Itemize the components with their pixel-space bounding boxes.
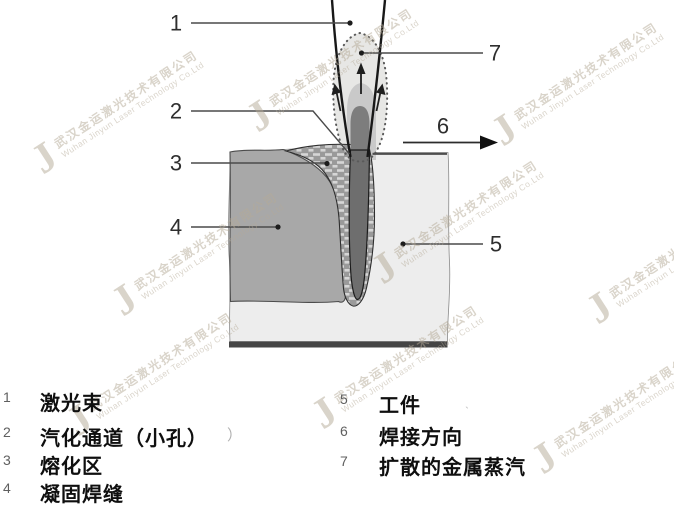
legend-label: 扩散的金属蒸汽: [379, 457, 526, 479]
callout-5: 5: [490, 232, 502, 257]
leader-dots: [275, 20, 406, 247]
plume-dotted-outline: [332, 31, 389, 163]
callout-2: 2: [170, 99, 182, 124]
leader-2: [191, 110, 351, 155]
vapor-arrow-right: [375, 83, 386, 112]
legend-item-keyhole: 2 汽化通道（小孔）: [0, 422, 674, 450]
legend-number: 7: [340, 453, 348, 469]
legend-number: 2: [3, 424, 11, 440]
dot-4: [275, 224, 281, 230]
workpiece-base-strip: [229, 341, 448, 348]
laser-beam-right: [366, 0, 387, 158]
callout-3: 3: [170, 151, 182, 176]
welding-direction-arrow: [403, 135, 498, 150]
legend-item-weld-direction: 6 焊接方向: [0, 421, 674, 449]
legend-label: 汽化通道（小孔）: [40, 428, 208, 450]
vapor-arrow-center: [356, 62, 366, 94]
legend-label: 凝固焊缝: [40, 484, 124, 505]
callout-1: 1: [170, 11, 182, 36]
legend-number: 3: [3, 452, 11, 468]
legend-item-workpiece: 5 工件: [0, 389, 674, 417]
leader-lines: [191, 22, 483, 245]
legend-label: 工件: [379, 395, 421, 417]
legend-label: 熔化区: [40, 456, 103, 478]
keyhole-channel: [348, 149, 371, 301]
legend-item-laser-beam: 1 激光束: [0, 387, 674, 415]
vapor-arrow-left: [331, 83, 342, 112]
legend-number: 6: [340, 423, 348, 439]
faint-tick-mark: ˎ: [465, 394, 470, 409]
stray-paren-mark: ）: [227, 427, 243, 444]
legend-item-weld-seam: 4 凝固焊缝: [0, 478, 674, 505]
laser-beam-left: [330, 0, 352, 158]
callout-7: 7: [489, 41, 501, 66]
dot-5: [400, 241, 406, 247]
callout-6: 6: [437, 114, 449, 139]
legend-label: 焊接方向: [379, 427, 463, 449]
legend-item-melt-zone: 3 熔化区: [0, 450, 674, 478]
legend-item-metal-vapor: 7 扩散的金属蒸汽: [0, 451, 674, 479]
callout-4: 4: [170, 215, 182, 240]
dot-1: [347, 20, 353, 26]
vapor-column: [350, 106, 370, 153]
legend-number: 4: [3, 480, 11, 496]
legend-number: 5: [340, 391, 348, 407]
legend-number: 1: [3, 389, 11, 405]
legend-label: 激光束: [40, 393, 103, 415]
dot-3: [324, 160, 330, 167]
dot-7: [358, 50, 365, 56]
